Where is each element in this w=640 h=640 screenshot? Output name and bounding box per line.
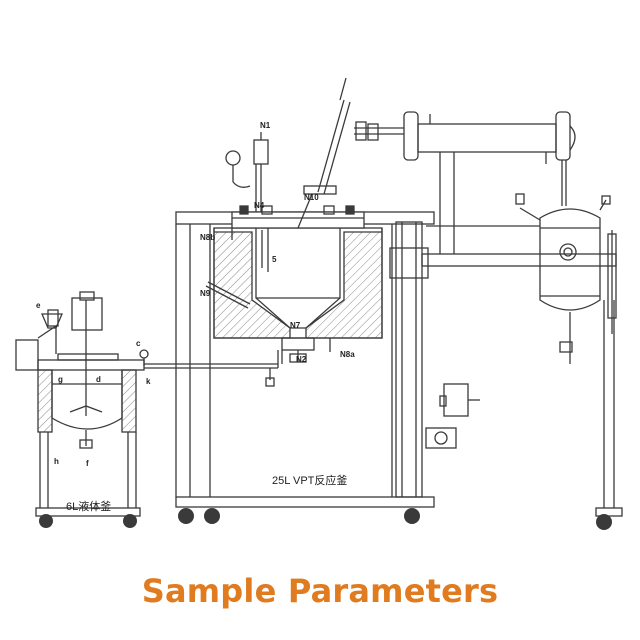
label-n1: N1 [260,121,271,130]
reactor-25l [213,205,383,363]
receiver-tank [515,193,617,364]
label-n8a: N8a [340,350,355,359]
page-caption: Sample Parameters [141,572,499,610]
label-vessel-6l: 6L液体釜 [66,499,111,513]
process-diagram: N1 N4 N10 N8b N9 N7 N2 N8a 5 e c k d g h… [15,77,623,530]
label-five: 5 [272,255,277,264]
receiver-support-legs [595,300,623,517]
main-support-frame [175,211,435,508]
vessel-6l-frame [35,432,141,517]
casters [39,508,612,530]
label-k: k [146,377,151,386]
n9-inlet-pipe [207,281,251,305]
condenser [354,111,576,206]
thermometer-probe [297,77,351,229]
label-n7: N7 [290,321,301,330]
vessel-6l [15,291,145,449]
label-h: h [54,457,59,466]
label-n9: N9 [200,289,211,298]
transfer-line [139,349,283,387]
label-f: f [86,459,89,468]
pump-unit [425,383,480,449]
label-g: g [58,375,63,384]
label-reactor-25l: 25L VPT反应釜 [272,473,347,487]
label-n10: N10 [304,193,319,202]
label-n4: N4 [254,201,265,210]
label-n2: N2 [296,355,307,364]
label-n8b: N8b [200,233,215,242]
condenser-support-frame [421,152,617,267]
label-e: e [36,301,41,310]
label-c: c [136,339,141,348]
label-d: d [96,375,101,384]
pressure-gauge-assembly [225,132,269,212]
